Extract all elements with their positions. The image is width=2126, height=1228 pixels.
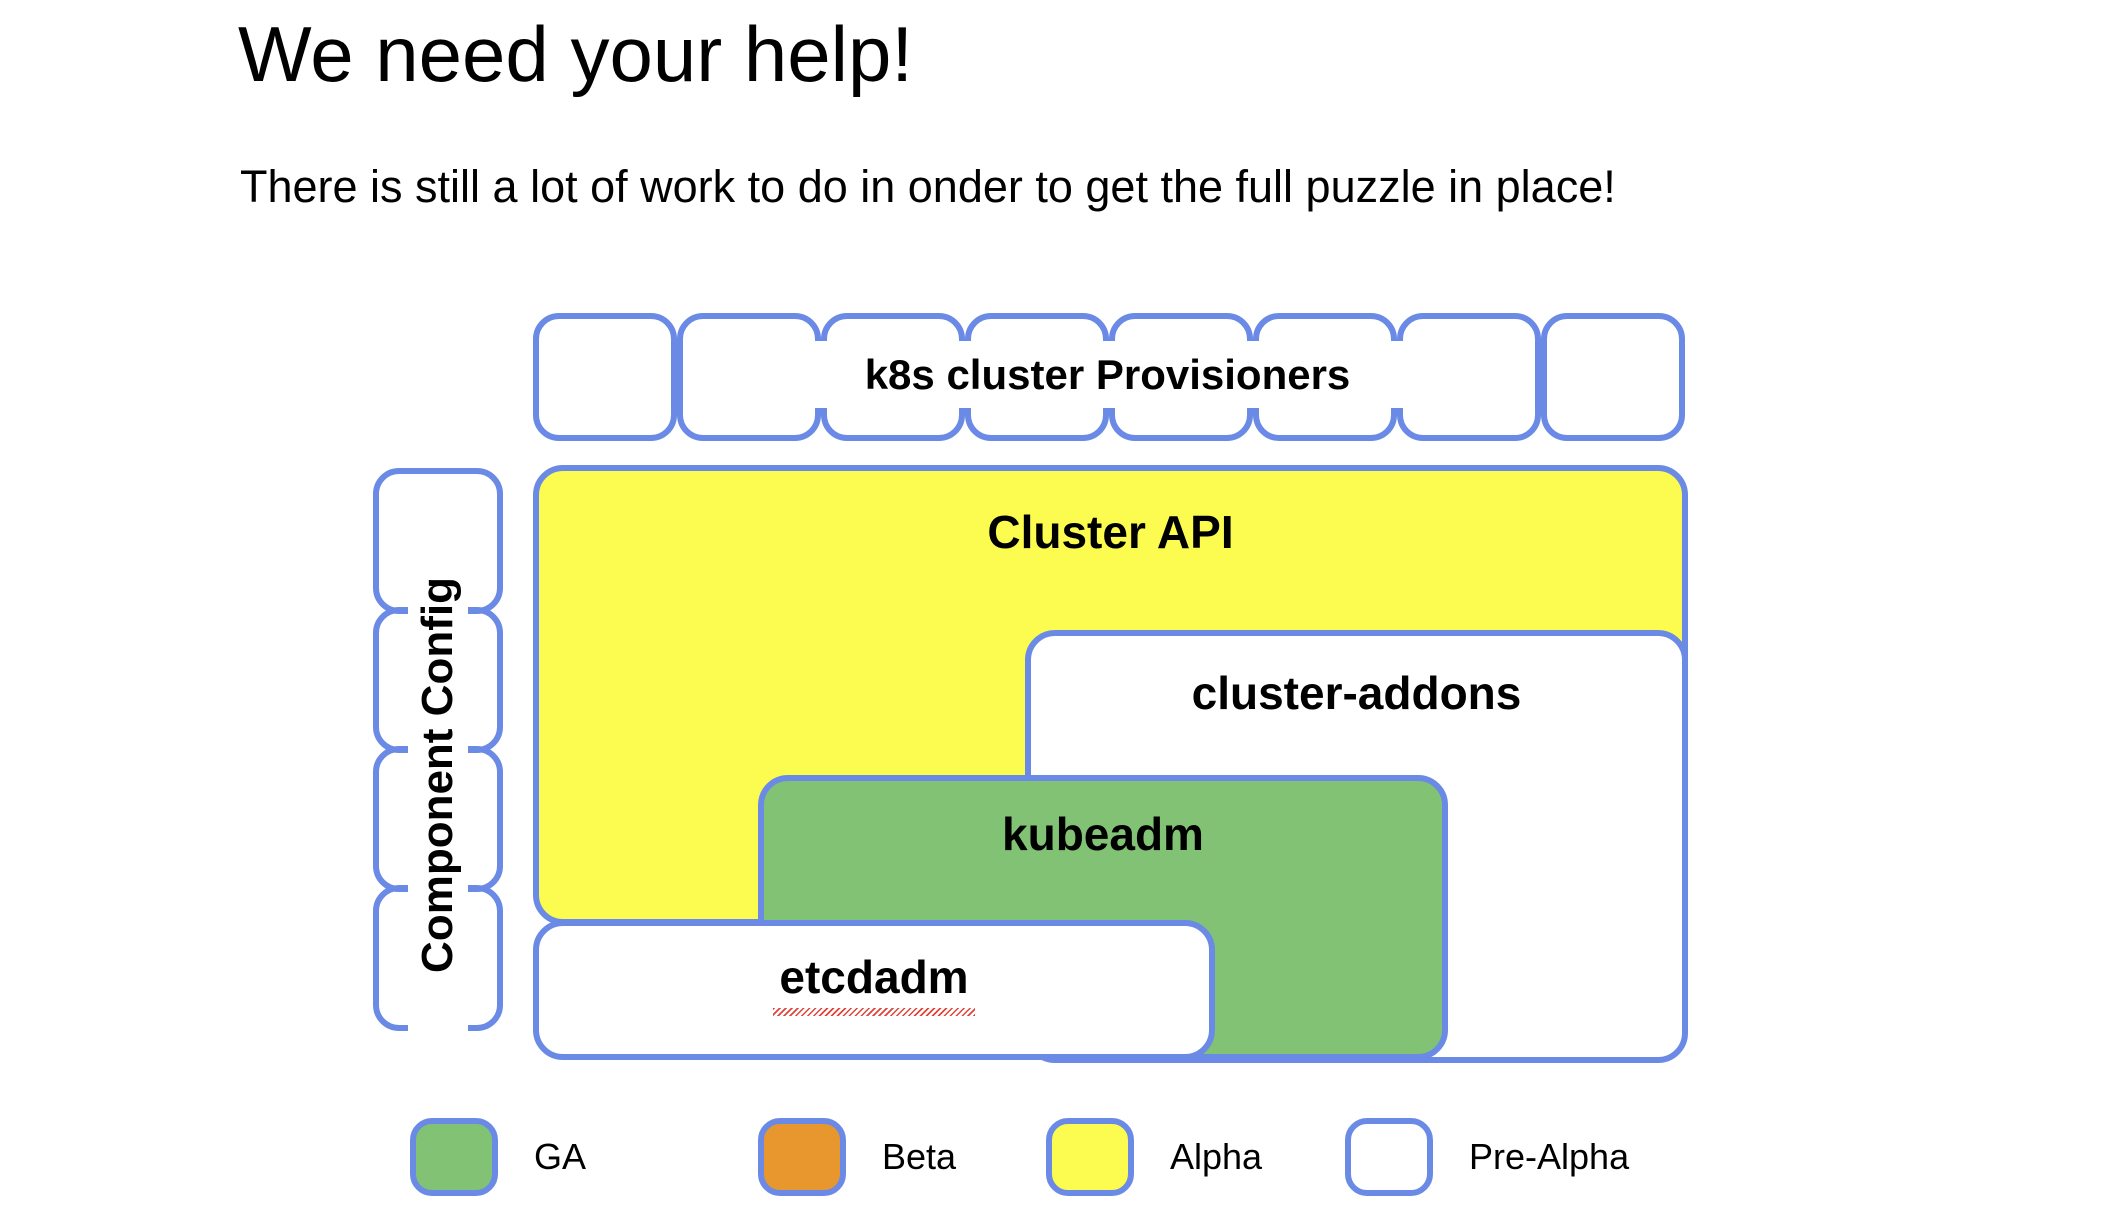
- legend-label-prealpha: Pre-Alpha: [1469, 1136, 1630, 1177]
- legend-item-beta: Beta: [758, 1118, 956, 1196]
- node-etcdadm[interactable]: etcdadm: [533, 920, 1215, 1060]
- legend-swatch-alpha-icon: [1046, 1118, 1134, 1196]
- node-cluster-addons-label: cluster-addons: [1191, 667, 1522, 719]
- legend-label-beta: Beta: [882, 1136, 957, 1177]
- legend-swatch-prealpha-icon: [1345, 1118, 1433, 1196]
- legend-item-alpha: Alpha: [1046, 1118, 1262, 1196]
- page-title: We need your help!: [238, 10, 913, 98]
- page-subtitle: There is still a lot of work to do in on…: [240, 161, 1616, 212]
- node-cluster-api-label: Cluster API: [987, 506, 1234, 558]
- provisioner-banner: k8s cluster Provisioners: [735, 341, 1480, 408]
- legend-item-ga: GA: [410, 1118, 586, 1196]
- legend-item-prealpha: Pre-Alpha: [1345, 1118, 1629, 1196]
- provisioner-banner-label: k8s cluster Provisioners: [864, 350, 1351, 398]
- component-config-banner: Component Config: [408, 492, 468, 1058]
- legend-swatch-beta-icon: [758, 1118, 846, 1196]
- legend: GA Beta Alpha Pre-Alpha: [0, 1118, 2126, 1228]
- provisioner-box-8[interactable]: [1541, 313, 1685, 441]
- component-config-banner-label: Component Config: [413, 577, 463, 973]
- legend-label-ga: GA: [534, 1136, 587, 1177]
- legend-swatch-ga-icon: [410, 1118, 498, 1196]
- legend-label-alpha: Alpha: [1170, 1136, 1263, 1177]
- node-kubeadm-label: kubeadm: [1002, 808, 1204, 860]
- provisioner-box-1[interactable]: [533, 313, 677, 441]
- node-etcdadm-label: etcdadm: [773, 950, 975, 1016]
- spellcheck-underline: [773, 1008, 975, 1016]
